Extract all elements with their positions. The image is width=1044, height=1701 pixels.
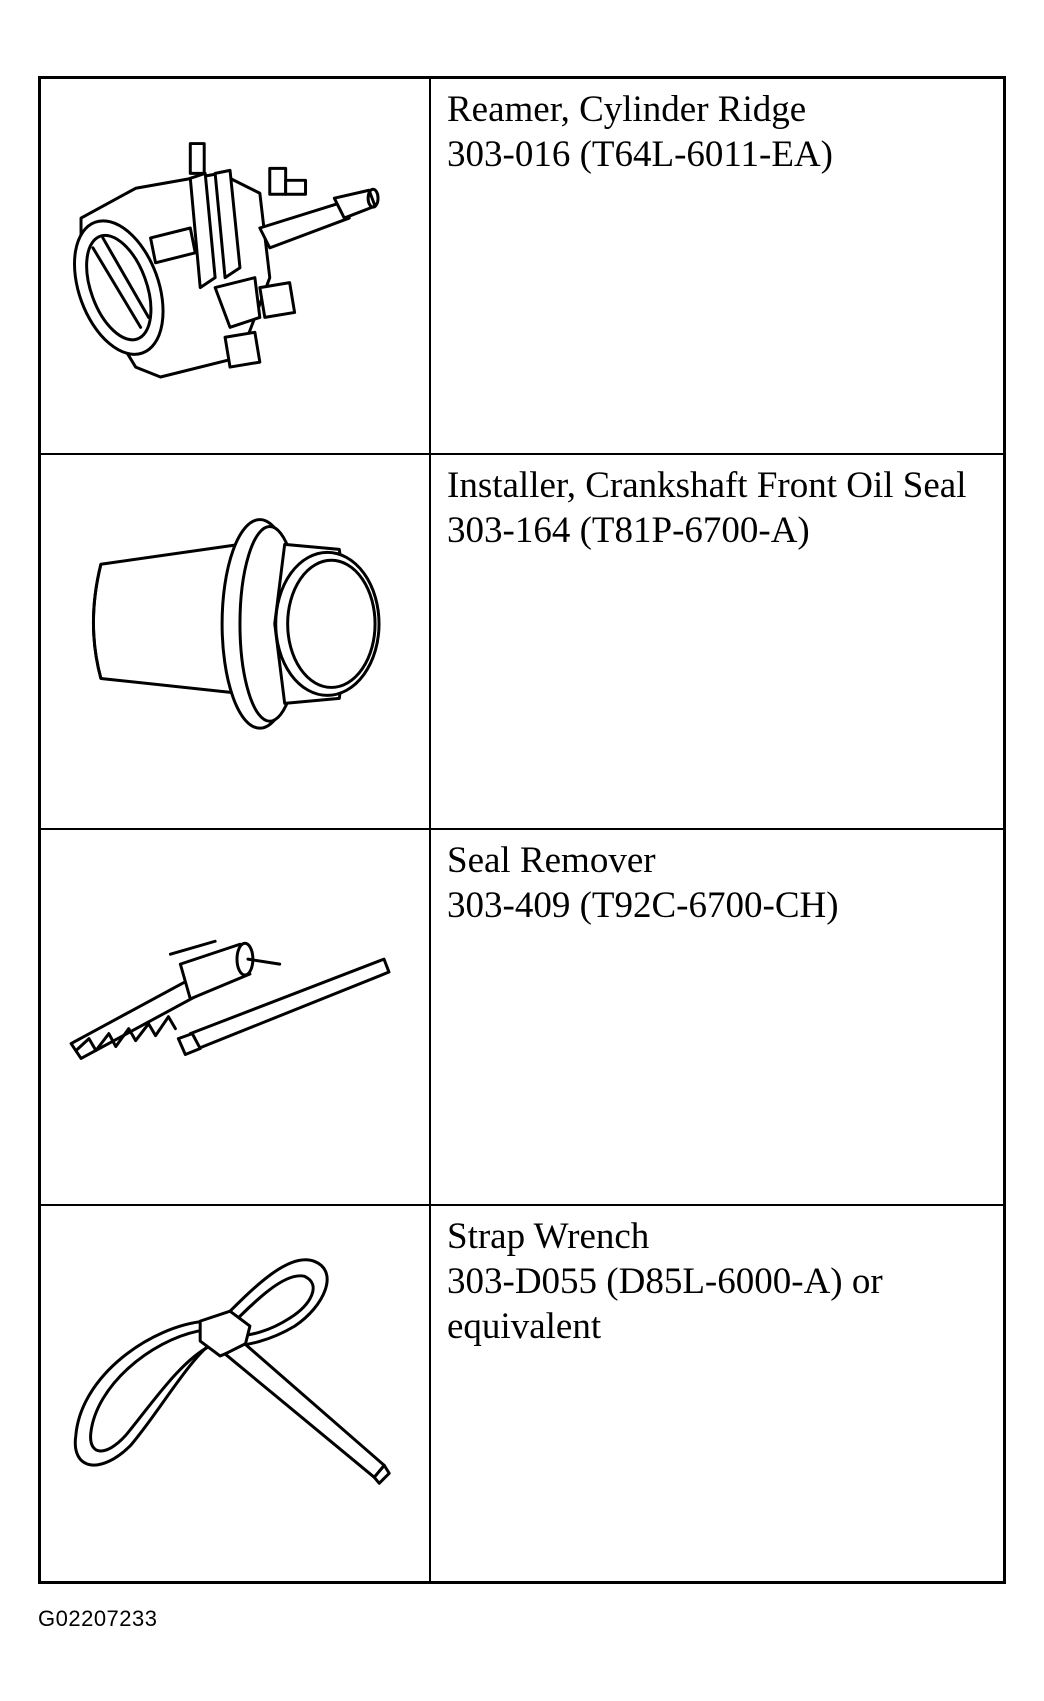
tool-description-cell: Strap Wrench 303-D055 (D85L-6000-A) or e…	[431, 1206, 1003, 1582]
strap-wrench-icon	[73, 1257, 391, 1485]
tool-name: Strap Wrench	[447, 1215, 650, 1257]
tool-illustration-cell	[41, 79, 431, 455]
crankshaft-seal-installer-icon	[92, 517, 381, 730]
tool-name: Reamer, Cylinder Ridge	[447, 89, 807, 130]
tool-part-number: 303-409 (T92C-6700-CH)	[447, 885, 839, 926]
tool-name: Seal Remover	[447, 840, 656, 881]
tool-illustration-cell	[41, 830, 431, 1206]
special-tools-table: Reamer, Cylinder Ridge 303-016 (T64L-601…	[38, 76, 1006, 1584]
figure-code: G02207233	[38, 1606, 158, 1631]
tool-description-cell: Seal Remover 303-409 (T92C-6700-CH)	[431, 830, 1003, 1206]
tool-part-number: 303-D055 (D85L-6000-A) or equivalent	[447, 1260, 883, 1347]
tool-description-cell: Reamer, Cylinder Ridge 303-016 (T64L-601…	[431, 79, 1003, 455]
tool-part-number: 303-016 (T64L-6011-EA)	[447, 134, 834, 175]
cylinder-ridge-reamer-icon	[73, 142, 380, 379]
seal-remover-icon	[69, 939, 391, 1060]
tool-illustration-cell	[41, 454, 431, 830]
tool-name: Installer, Crankshaft Front Oil Seal	[447, 464, 967, 506]
tool-description-cell: Installer, Crankshaft Front Oil Seal 303…	[431, 455, 1003, 830]
tool-part-number: 303-164 (T81P-6700-A)	[447, 509, 810, 551]
tool-illustration-cell	[41, 1205, 431, 1581]
